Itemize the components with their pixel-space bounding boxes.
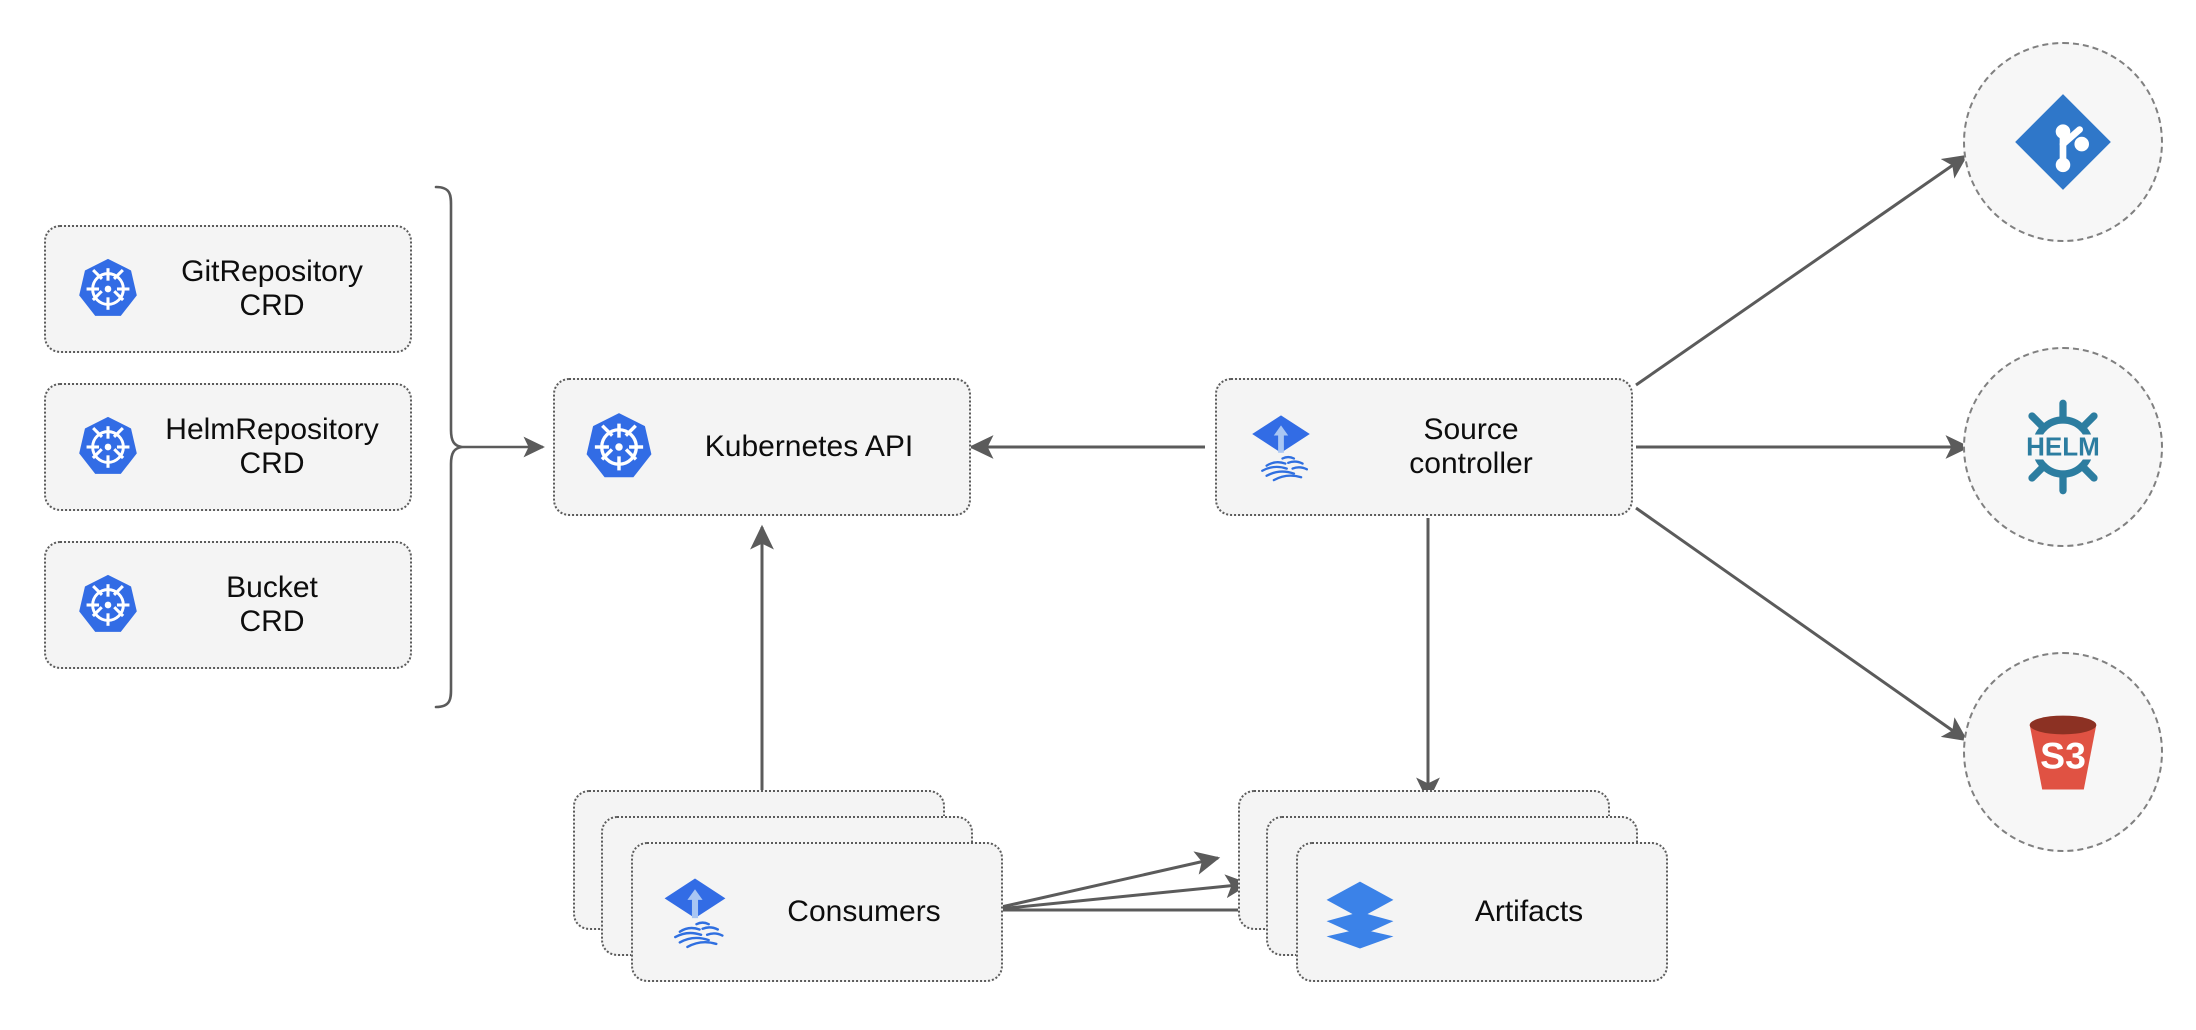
- kubernetes-icon: [583, 411, 655, 483]
- kubernetes-api-label: Kubernetes API: [704, 430, 914, 464]
- crd-card-label: GitRepository CRD: [181, 255, 363, 322]
- kubernetes-icon: [76, 573, 140, 637]
- crd-card-bucket[interactable]: Bucket CRD: [44, 541, 412, 669]
- edge-source-to-s3: [1635, 506, 1968, 742]
- helm-label: HELM: [2026, 431, 2100, 461]
- flux-icon: [657, 874, 733, 950]
- helm-icon: HELM: [2011, 395, 2115, 499]
- layers-icon: [1322, 874, 1398, 950]
- kubernetes-icon: [76, 257, 140, 321]
- crd-card-helmrepository[interactable]: HelmRepository CRD: [44, 383, 412, 511]
- consumers-label: Consumers: [787, 895, 941, 928]
- artifacts-label: Artifacts: [1474, 895, 1584, 928]
- s3-bucket-icon: S3: [2011, 700, 2115, 804]
- consumers-card-front[interactable]: Consumers: [631, 842, 1003, 982]
- crd-card-label: HelmRepository CRD: [165, 413, 379, 480]
- source-controller-label: Source controller: [1409, 413, 1533, 480]
- kubernetes-api-node[interactable]: Kubernetes API: [553, 378, 971, 516]
- crd-group-bracket: [434, 185, 463, 709]
- artifacts-card-front[interactable]: Artifacts: [1296, 842, 1668, 982]
- external-s3-circle[interactable]: S3: [1963, 652, 2163, 852]
- s3-label: S3: [2040, 735, 2086, 777]
- edge-consumers-to-artifacts-1: [987, 851, 1221, 912]
- crd-card-gitrepository[interactable]: GitRepository CRD: [44, 225, 412, 353]
- source-controller-node[interactable]: Source controller: [1215, 378, 1633, 516]
- edge-consumers-to-artifacts-2: [987, 874, 1251, 912]
- crd-card-label: Bucket CRD: [226, 571, 318, 638]
- consumers-stack[interactable]: Consumers: [573, 790, 1003, 982]
- kubernetes-icon: [76, 415, 140, 479]
- external-git-circle[interactable]: [1963, 42, 2163, 242]
- external-helm-circle[interactable]: HELM: [1963, 347, 2163, 547]
- git-icon: [2011, 90, 2115, 194]
- edge-source-to-git: [1635, 154, 1968, 387]
- flux-icon: [1245, 411, 1317, 483]
- artifacts-stack[interactable]: Artifacts: [1238, 790, 1668, 982]
